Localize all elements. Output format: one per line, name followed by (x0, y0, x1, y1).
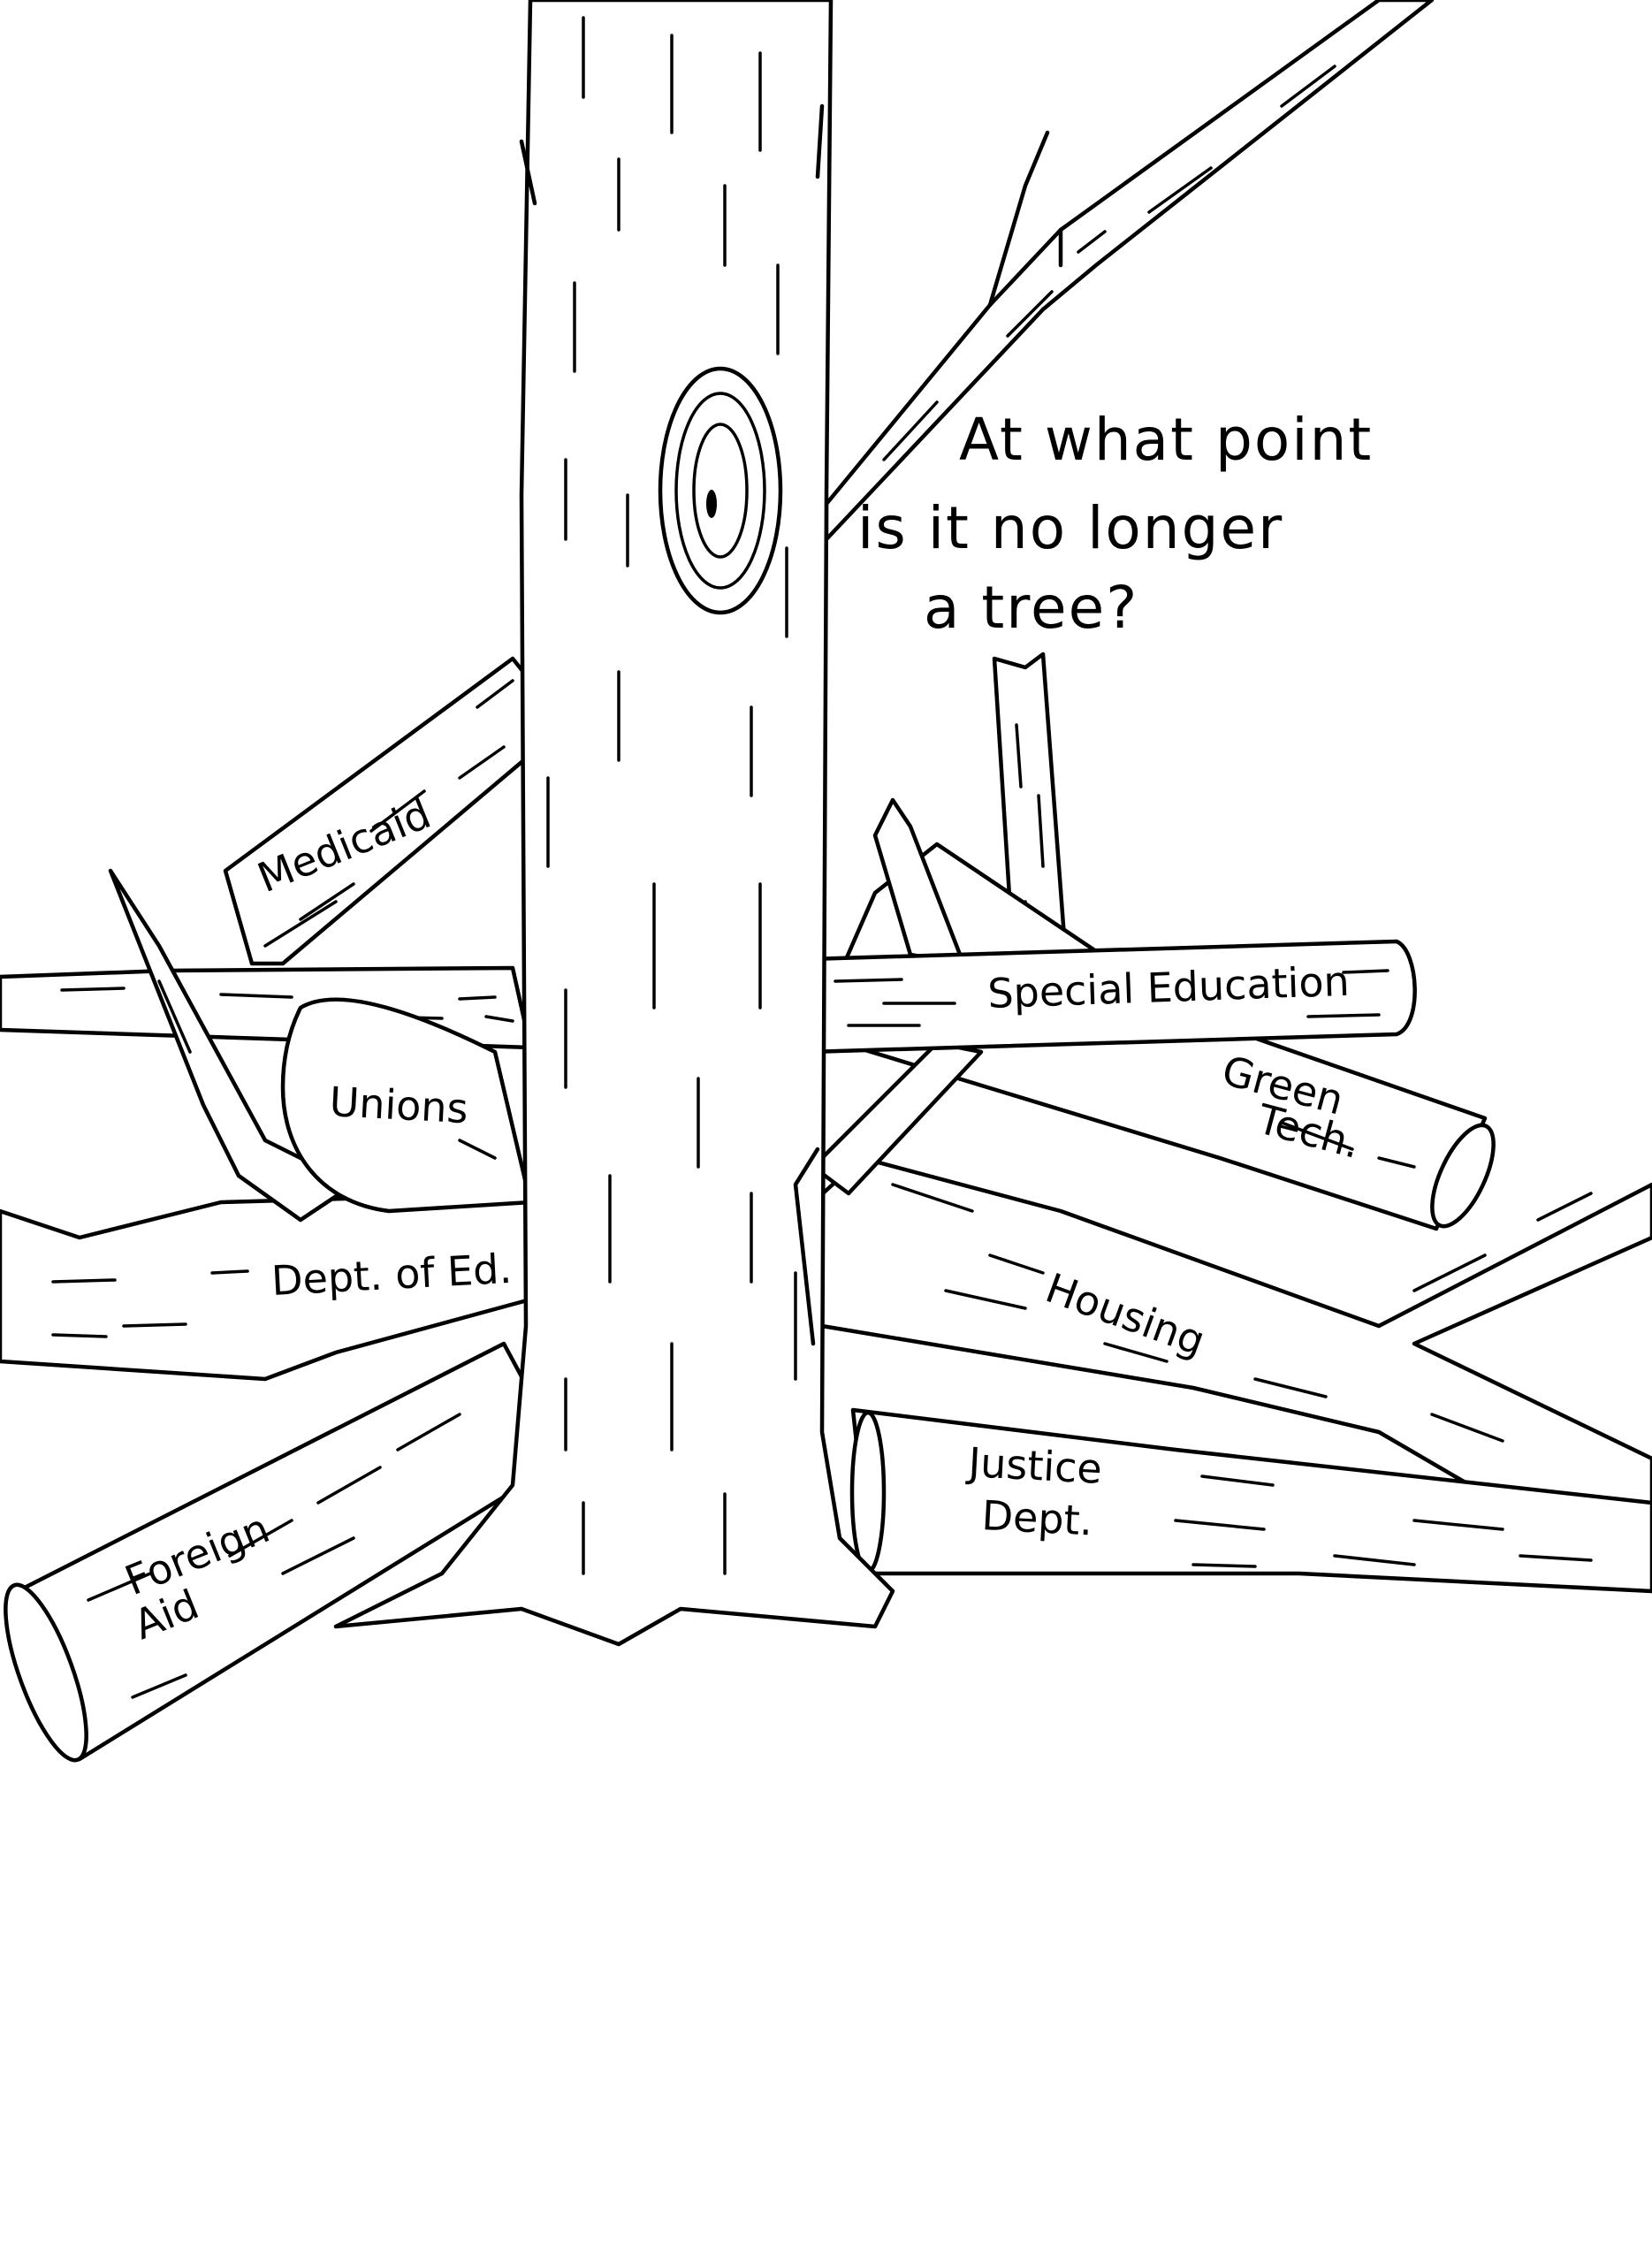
unions-log (280, 997, 533, 1214)
housing-log (811, 1155, 1652, 1594)
caption-line-3: a tree? (924, 574, 1138, 642)
justice-dept-label-1: Justice (964, 1438, 1103, 1493)
medicaid-log (223, 656, 568, 966)
foreign-aid-log (4, 1341, 568, 1763)
unions-label: Unions (328, 1078, 468, 1132)
broken-branch (811, 797, 984, 1196)
caption-line-2: is it no longer (857, 494, 1283, 562)
special-education-log (806, 939, 1417, 1055)
justice-dept-label-2: Dept. (980, 1491, 1093, 1544)
caption: At what point is it no longer a tree? (857, 406, 1373, 642)
upper-branch (824, 0, 1435, 542)
tree-trunk (333, 0, 895, 1647)
caption-line-1: At what point (959, 406, 1373, 474)
